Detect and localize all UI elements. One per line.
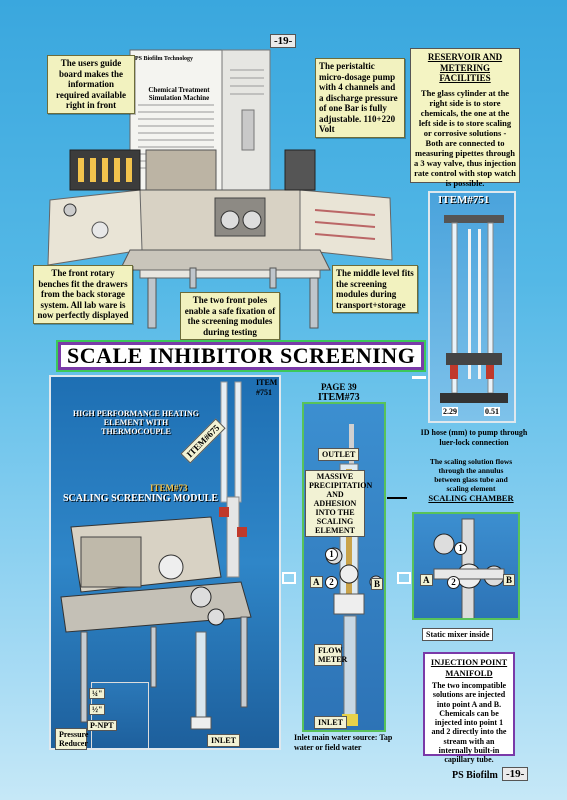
callout-poles: The two front poles enable a safe fixati… [180,292,280,340]
element-flow-meter: FLOW METER [314,644,347,666]
callout-benches: The front rotary benches fit the drawers… [33,265,133,324]
cabinet-photo [30,40,400,340]
module-photo [49,375,281,750]
manifold-point-b: B [503,574,516,586]
chamber-title: SCALING CHAMBER [428,493,514,503]
cabinet-illustration [47,49,393,329]
chamber-text: The scaling solution flows through the a… [429,457,513,493]
reducer-label: Pressure Reducer [55,728,88,750]
footer-text: PS Biofilm [452,770,498,781]
element-page-ref: PAGE 39 [321,382,357,392]
element-massive: MASSIVE PRECIPITATION AND ADHESION INTO … [305,470,372,537]
item751-right-value: 0.51 [484,407,500,416]
flow-arrow-2 [397,572,411,584]
chamber-arrow [387,497,407,499]
element-outlet: OUTLET [318,448,360,461]
module-title-label: SCALING SCREENING MODULE [63,493,219,504]
page-number-bottom: -19- [502,767,529,781]
reservoir-illustration [440,215,508,403]
manifold-title: INJECTION POINT MANIFOLD [430,657,508,678]
manifold-point-2: 2 [447,576,460,589]
item751-photo: ITEM#751 2.29 0.51 [428,191,516,423]
reservoir-title: RESERVOIR AND METERING FACILITIES [427,52,503,83]
callout-middle-level: The middle level fits the screening modu… [332,265,418,313]
module-item751-label: ITEM #751 [256,378,278,397]
manifold-point-a: A [420,574,433,586]
element-point-2: 2 [325,576,338,589]
element-photo: OUTLET MASSIVE PRECIPITATION AND ADHESIO… [302,402,386,732]
callout-guide-board: The users guide board makes the informat… [47,55,135,114]
guide-board-header: PS Biofilm Technology [135,56,194,62]
manifold-illustration [433,518,505,618]
manifold-photo: 1 2 A B [412,512,520,620]
element-inlet: INLET [314,716,347,729]
item751-title: ITEM#751 [438,194,490,206]
element-point-1: 1 [325,548,338,561]
main-title: SCALE INHIBITOR SCREENING [58,342,425,370]
guide-board-title: Chemical Treatment Simulation Machine [148,86,210,102]
module-illustration [60,381,252,732]
heating-label: HIGH PERFORMANCE HEATING ELEMENT WITH TH… [72,409,200,436]
manifold-caption: Static mixer inside [422,628,494,641]
fitting-bottom-label: ½" [89,704,106,715]
element-point-a: A [310,576,323,588]
item751-left-value: 2.29 [442,407,458,416]
callout-pump: The peristaltic micro-dosage pump with 4… [315,58,405,138]
manifold-text: The two incompatible solutions are injec… [431,681,507,765]
title-arrow-line [412,376,426,379]
element-caption: Inlet main water source: Tap water or fi… [294,733,393,752]
manifold-point-1: 1 [454,542,467,555]
reservoir-text: The glass cylinder at the right side is … [414,87,516,188]
element-point-b: B [371,578,384,590]
item751-caption: ID hose (mm) to pump through luer-lock c… [420,428,528,447]
manifold-box: INJECTION POINT MANIFOLD The two incompa… [423,652,515,764]
element-item: ITEM#73 [318,392,360,403]
module-inlet-label: INLET [207,734,240,747]
fitting-top-label: ¼" [89,688,106,699]
npt-label: P-NPT [87,720,117,731]
module-item73-label: ITEM#73 [150,483,188,493]
flow-arrow-1 [282,572,296,584]
page-number-top: -19- [270,34,297,48]
reservoir-box: RESERVOIR AND METERING FACILITIES The gl… [410,48,520,188]
